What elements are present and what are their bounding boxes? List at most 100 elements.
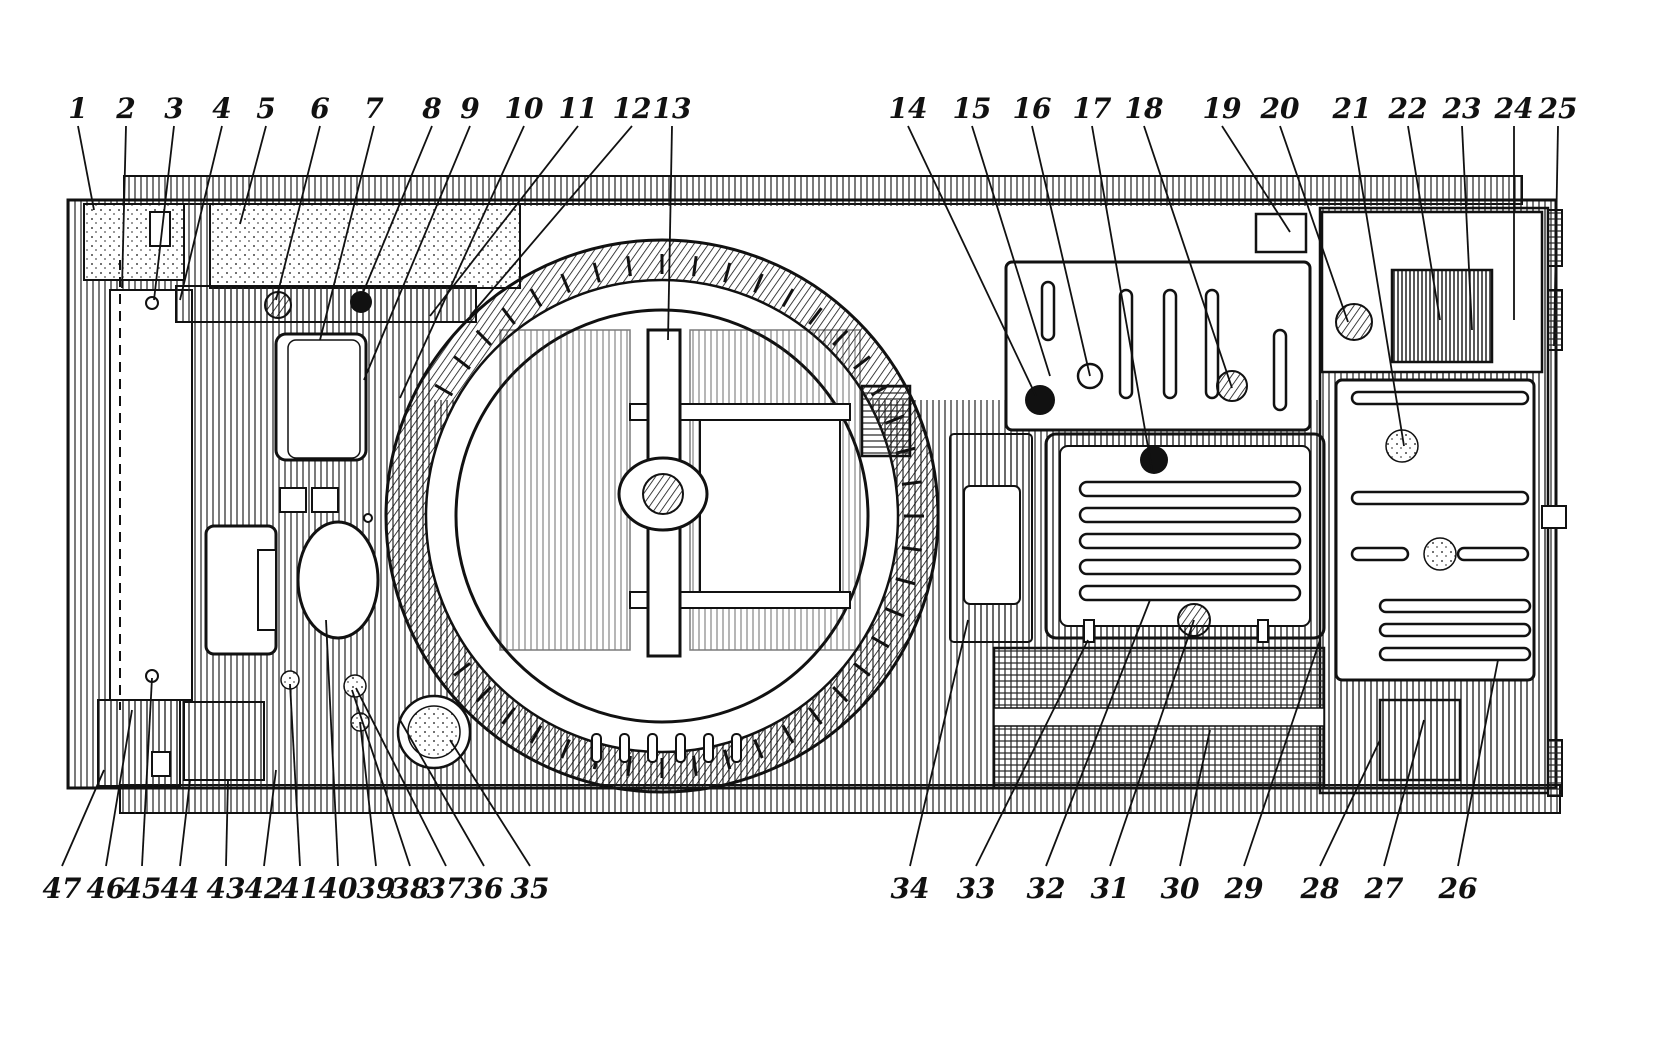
leader-line-36	[399, 719, 485, 867]
callout-13: 13	[653, 92, 692, 125]
callout-33: 33	[957, 872, 996, 905]
top-storage-box	[209, 203, 521, 289]
leader-line-6	[275, 125, 321, 301]
radiator-slot	[1078, 506, 1302, 524]
ring-bottom-slot	[619, 733, 630, 763]
callout-9: 9	[460, 92, 479, 125]
callout-5: 5	[256, 92, 275, 125]
leader-line-4	[179, 125, 223, 301]
ring-slot	[870, 635, 890, 649]
ring-slot	[808, 707, 823, 725]
callout-44: 44	[161, 872, 200, 905]
rear-radiator-slot	[1378, 622, 1532, 638]
front-bottom-slot	[151, 751, 171, 777]
ring-bottom-slot	[731, 733, 742, 763]
ring-slot	[560, 739, 571, 759]
leader-line-18	[1143, 125, 1233, 389]
ring-slot	[781, 288, 795, 308]
radiator-slot	[1078, 558, 1302, 576]
leader-line-41	[289, 683, 301, 867]
ring-bottom-slot	[703, 733, 714, 763]
leader-line-42	[263, 769, 277, 867]
ring-slot	[592, 262, 601, 283]
turret-ring	[384, 238, 940, 794]
ring-slot	[808, 307, 823, 325]
leader-line-1	[77, 125, 95, 211]
leader-line-16	[1031, 125, 1091, 377]
rear-tab-3	[1547, 739, 1563, 797]
leader-line-31	[1109, 619, 1195, 867]
leader-line-23	[1461, 125, 1473, 331]
leader-line-7	[319, 125, 375, 341]
ring-slot	[901, 546, 922, 552]
leader-line-13	[667, 125, 673, 341]
callout-27: 27	[1364, 872, 1404, 905]
ring-bottom-slot	[675, 733, 686, 763]
callout-20: 20	[1260, 92, 1300, 125]
callout-24: 24	[1494, 92, 1534, 125]
ring-slot	[753, 739, 764, 759]
panel-slot	[1040, 280, 1056, 342]
ring-slot	[501, 307, 516, 325]
ring-slot	[626, 256, 632, 277]
filler-cap-core	[407, 705, 461, 759]
callout-22: 22	[1388, 92, 1428, 125]
leader-line-5	[239, 125, 267, 225]
leader-line-44	[179, 779, 191, 867]
ring-slot	[453, 355, 471, 370]
leader-line-12	[469, 125, 633, 317]
rear-cap	[1335, 303, 1373, 341]
callout-3: 3	[164, 92, 183, 125]
callout-36: 36	[465, 872, 504, 905]
rear-radiator-slot	[1350, 490, 1530, 506]
leader-line-35	[449, 739, 531, 867]
ring-bottom-slot	[647, 733, 658, 763]
ring-slot	[453, 662, 471, 677]
leader-line-46	[105, 709, 133, 867]
small-box-1	[279, 487, 307, 513]
top-right-hatch	[1254, 212, 1308, 254]
ring-slot	[626, 755, 632, 776]
radiator-slot	[1078, 480, 1302, 498]
callout-39: 39	[357, 872, 396, 905]
ring-slot	[475, 329, 492, 346]
callout-21: 21	[1332, 92, 1372, 125]
panel-slot	[1118, 288, 1134, 400]
rail-bolt-right	[350, 291, 372, 313]
ring-slot	[781, 724, 795, 744]
callout-25: 25	[1538, 92, 1578, 125]
callout-16: 16	[1013, 92, 1052, 125]
ring-slot	[529, 724, 543, 744]
ring-slot	[901, 480, 922, 486]
rear-radiator-slot	[1378, 646, 1532, 662]
callout-46: 46	[87, 872, 126, 905]
leader-line-3	[153, 125, 175, 301]
callout-6: 6	[310, 92, 329, 125]
left-side-panel-window	[963, 485, 1021, 605]
leader-line-10	[399, 125, 525, 399]
ring-slot	[560, 273, 571, 293]
leader-line-40	[325, 619, 339, 867]
rear-radiator-cap-2	[1423, 537, 1457, 571]
rear-radiator-slot	[1378, 598, 1532, 614]
callout-40: 40	[319, 872, 358, 905]
callout-34: 34	[891, 872, 930, 905]
leader-line-37	[355, 687, 447, 867]
callout-8: 8	[421, 92, 441, 125]
ring-slot	[434, 383, 454, 397]
callout-35: 35	[511, 872, 550, 905]
rear-radiator-slot	[1350, 390, 1530, 406]
fitting-2	[343, 674, 367, 698]
callout-23: 23	[1442, 92, 1482, 125]
callout-18: 18	[1125, 92, 1164, 125]
leader-line-14	[907, 125, 1037, 397]
upper-panel-cap-1	[1025, 385, 1055, 415]
leader-line-25	[1553, 125, 1559, 347]
leader-line-9	[363, 125, 471, 381]
leader-line-47	[61, 769, 105, 867]
rear-dark-block	[1390, 268, 1494, 364]
callout-42: 42	[245, 872, 284, 905]
leader-line-26	[1457, 659, 1499, 867]
front-blank-strip	[109, 289, 193, 701]
leader-line-29	[1243, 639, 1321, 867]
